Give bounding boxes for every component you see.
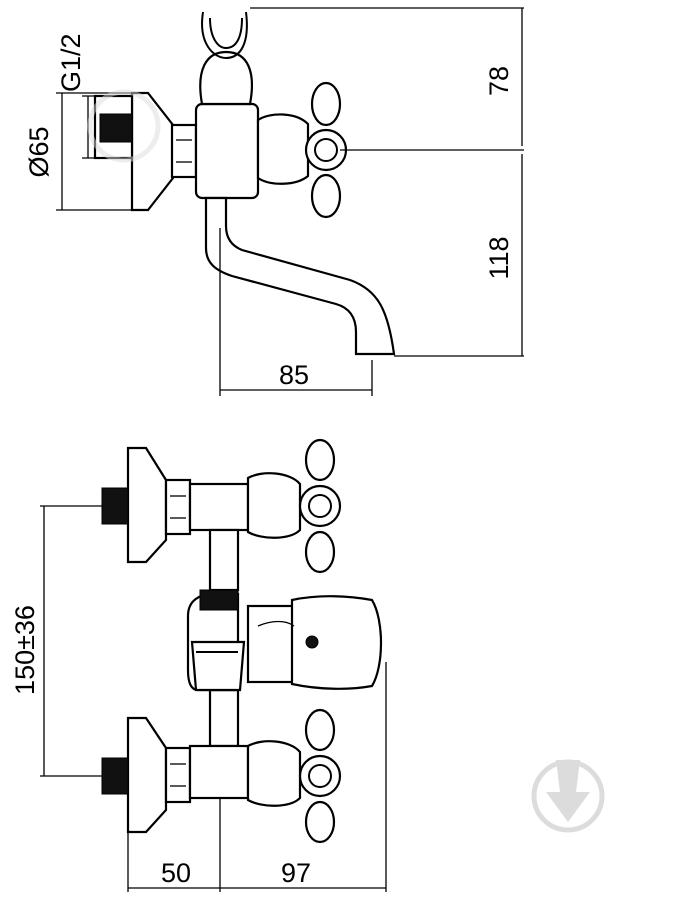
- dim-label-wall-to-axis: 50: [161, 858, 191, 888]
- dim-center-distance: 150±36: [10, 505, 102, 777]
- dim-heights-right: 78 118: [250, 7, 524, 357]
- mixer-body: [194, 102, 260, 200]
- top-view: G1/2 Ø65 78 118 85: [24, 7, 524, 396]
- holder-clip: [201, 11, 248, 60]
- dim-label-upper-height: 78: [484, 66, 514, 96]
- dim-label-diameter: Ø65: [24, 126, 54, 177]
- upper-valve: [101, 438, 342, 574]
- front-view: 150±36 50 97: [10, 438, 387, 892]
- valve-bonnet: [256, 113, 310, 185]
- central-body: [186, 528, 383, 748]
- dim-label-center-distance: 150±36: [10, 605, 40, 695]
- dim-diameter: Ø65: [24, 92, 132, 211]
- dim-label-spout-reach: 85: [279, 360, 309, 390]
- shield-check-icon: [87, 89, 161, 163]
- hex-nut: [170, 123, 198, 179]
- dim-label-axis-to-front: 97: [281, 858, 311, 888]
- cross-handle-top: [304, 81, 348, 219]
- spout: [204, 196, 396, 356]
- shield-check-icon: [531, 759, 605, 833]
- dim-label-lower-height: 118: [484, 236, 514, 279]
- dim-depths-bottom: 50 97: [127, 662, 387, 892]
- lower-valve: [101, 708, 342, 844]
- inlet-thread: [99, 113, 133, 143]
- shower-holder: [199, 50, 254, 106]
- dim-label-thread: G1/2: [56, 33, 86, 92]
- dim-spout-reach: 85: [219, 228, 373, 396]
